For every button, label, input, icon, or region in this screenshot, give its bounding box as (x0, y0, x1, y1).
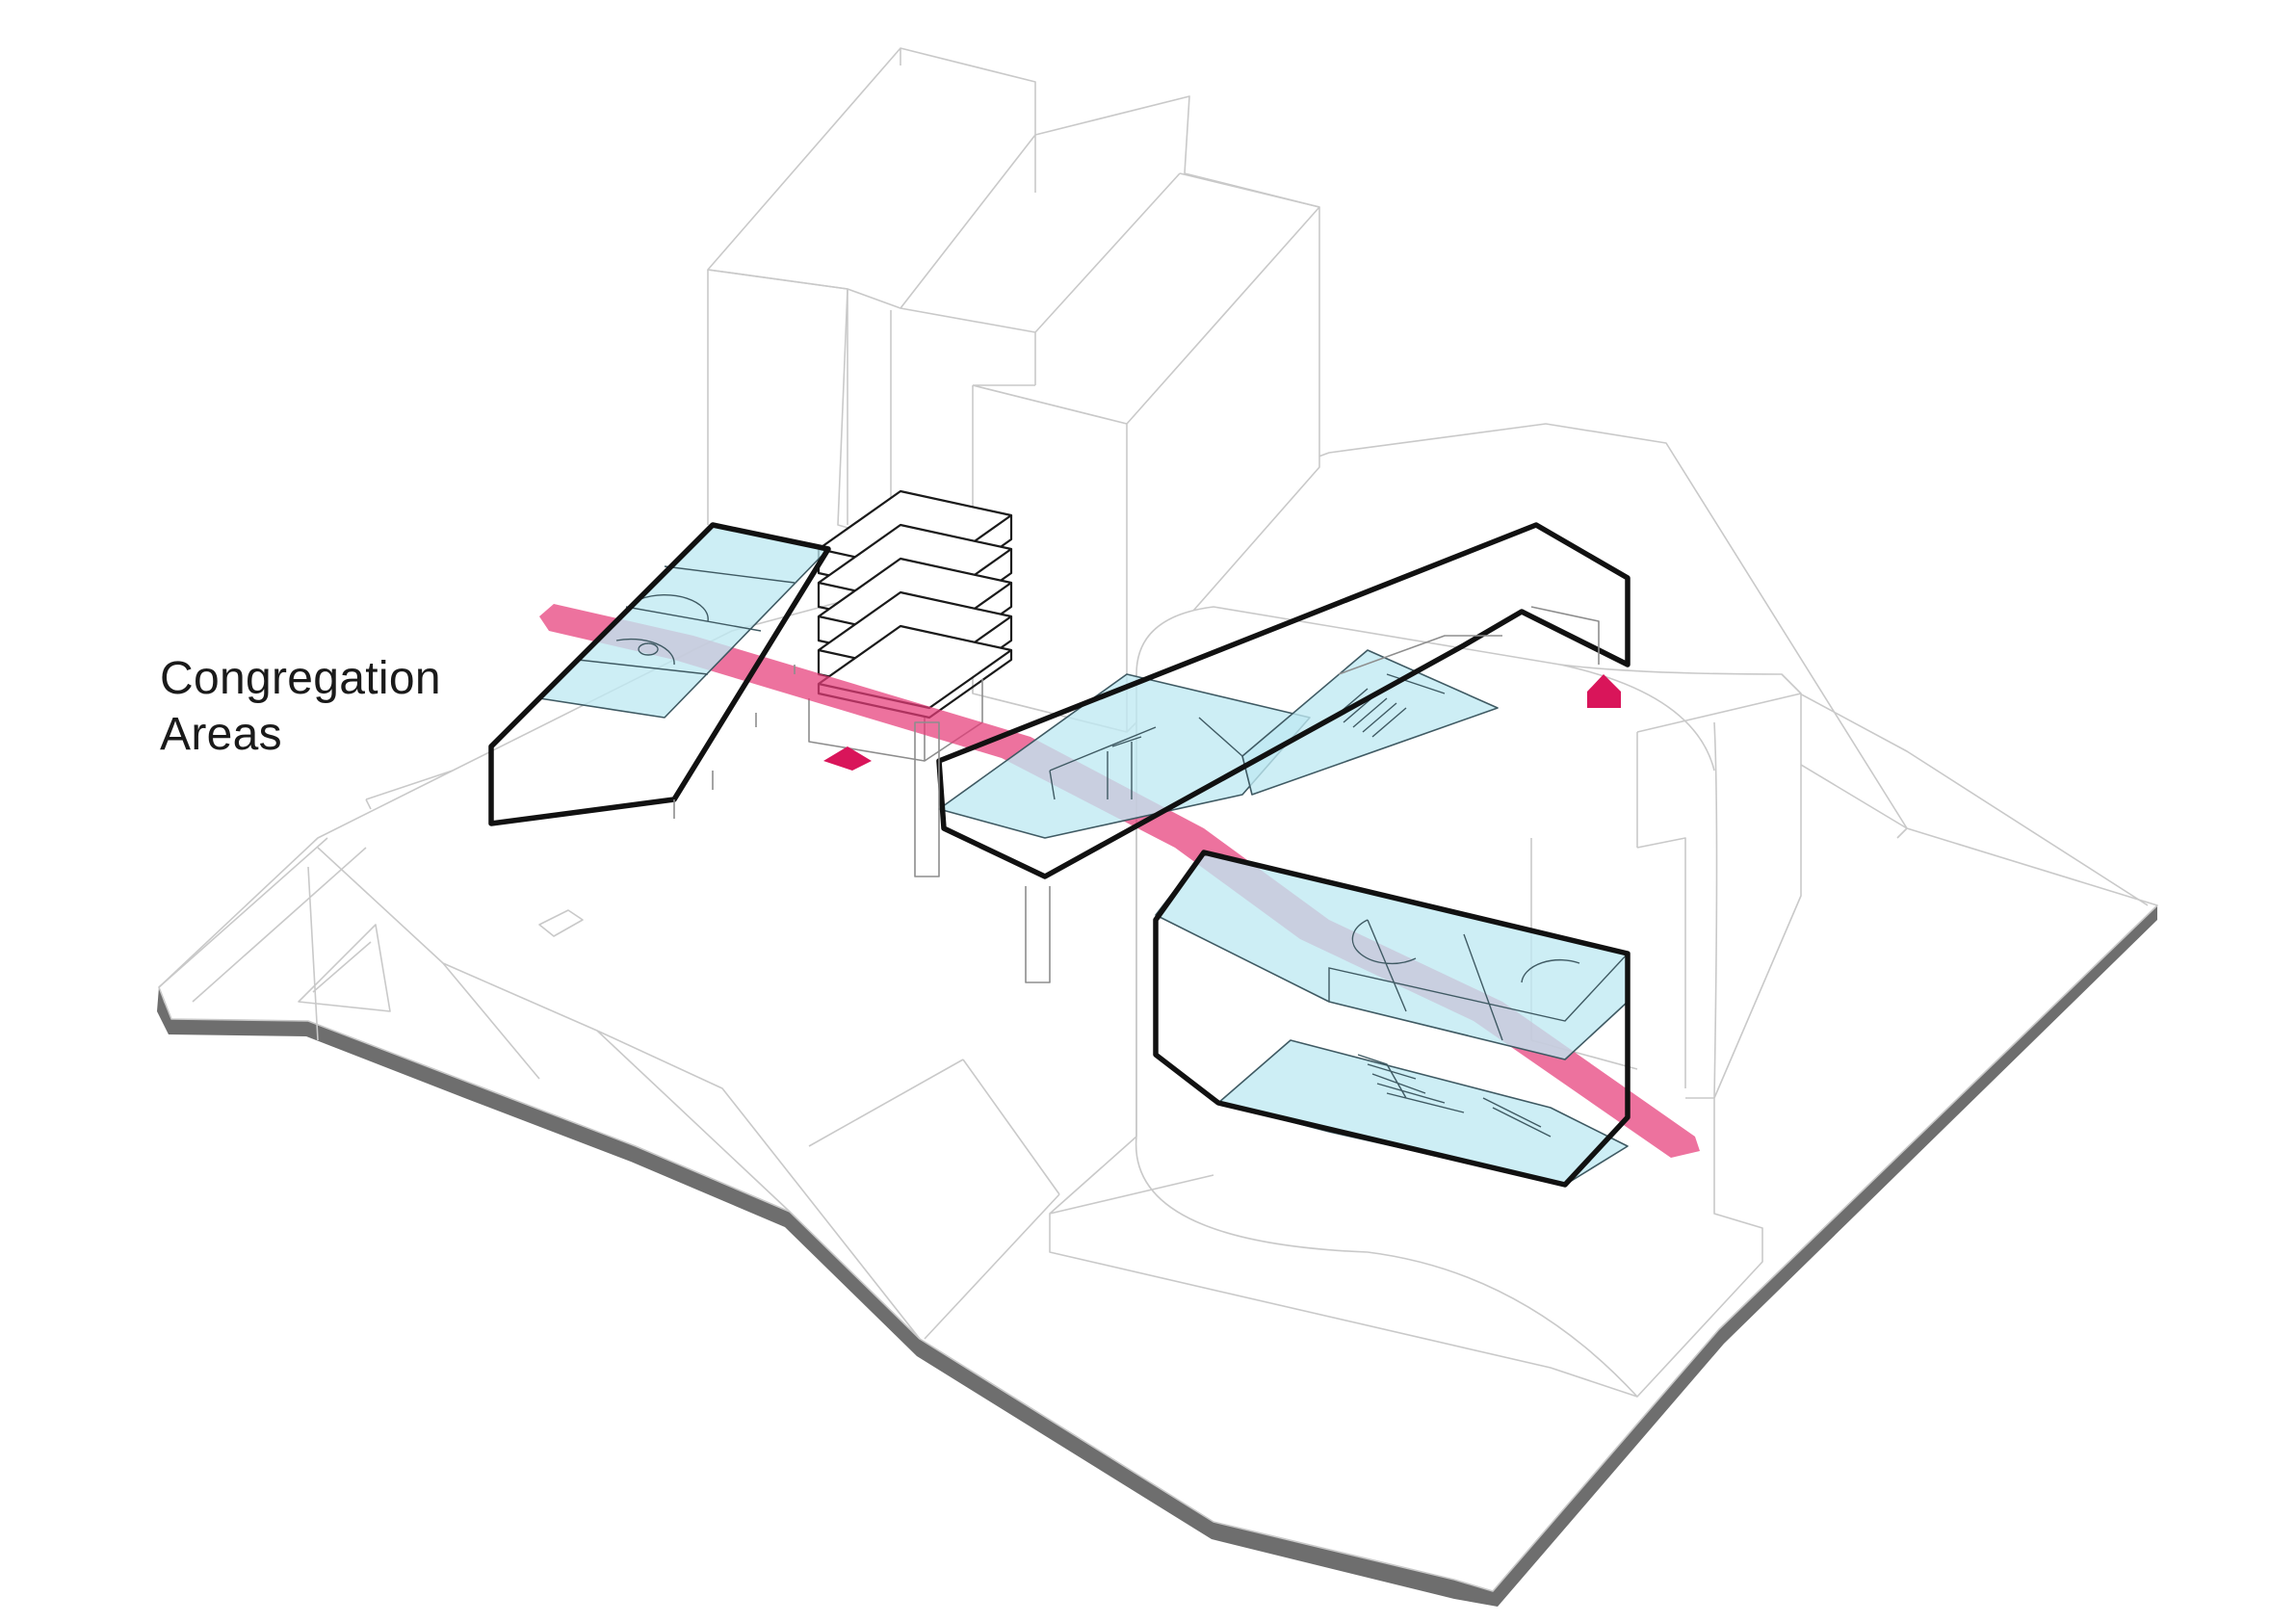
congregation-area-right (1153, 850, 1631, 1188)
site-left-street (158, 770, 454, 1003)
caption-line-1: Congregation (160, 653, 441, 704)
congregation-area-right-lower-pane (1217, 1039, 1629, 1186)
diagram-caption: Congregation Areas (160, 651, 564, 763)
site-road-triangle (298, 924, 391, 1012)
entry-arrow-center (823, 746, 872, 771)
stacked-floor-block (808, 489, 1013, 762)
congregation-area-center (914, 522, 1631, 983)
site-small-marker (538, 909, 584, 937)
caption-line-2: Areas (160, 709, 282, 760)
congregation-area-center-outline (936, 522, 1631, 879)
entry-arrow-right (1587, 674, 1621, 708)
site-context-lines (307, 683, 2149, 1340)
congregation-area-left-outline (488, 522, 831, 826)
context-towers (707, 47, 1320, 733)
tower-back-edges (707, 48, 1320, 732)
congregation-area-right-outline (1153, 850, 1631, 1188)
congregation-area-left (488, 522, 831, 826)
bridge-columns (914, 721, 1051, 983)
congregation-area-center-pane-2 (1241, 649, 1499, 796)
